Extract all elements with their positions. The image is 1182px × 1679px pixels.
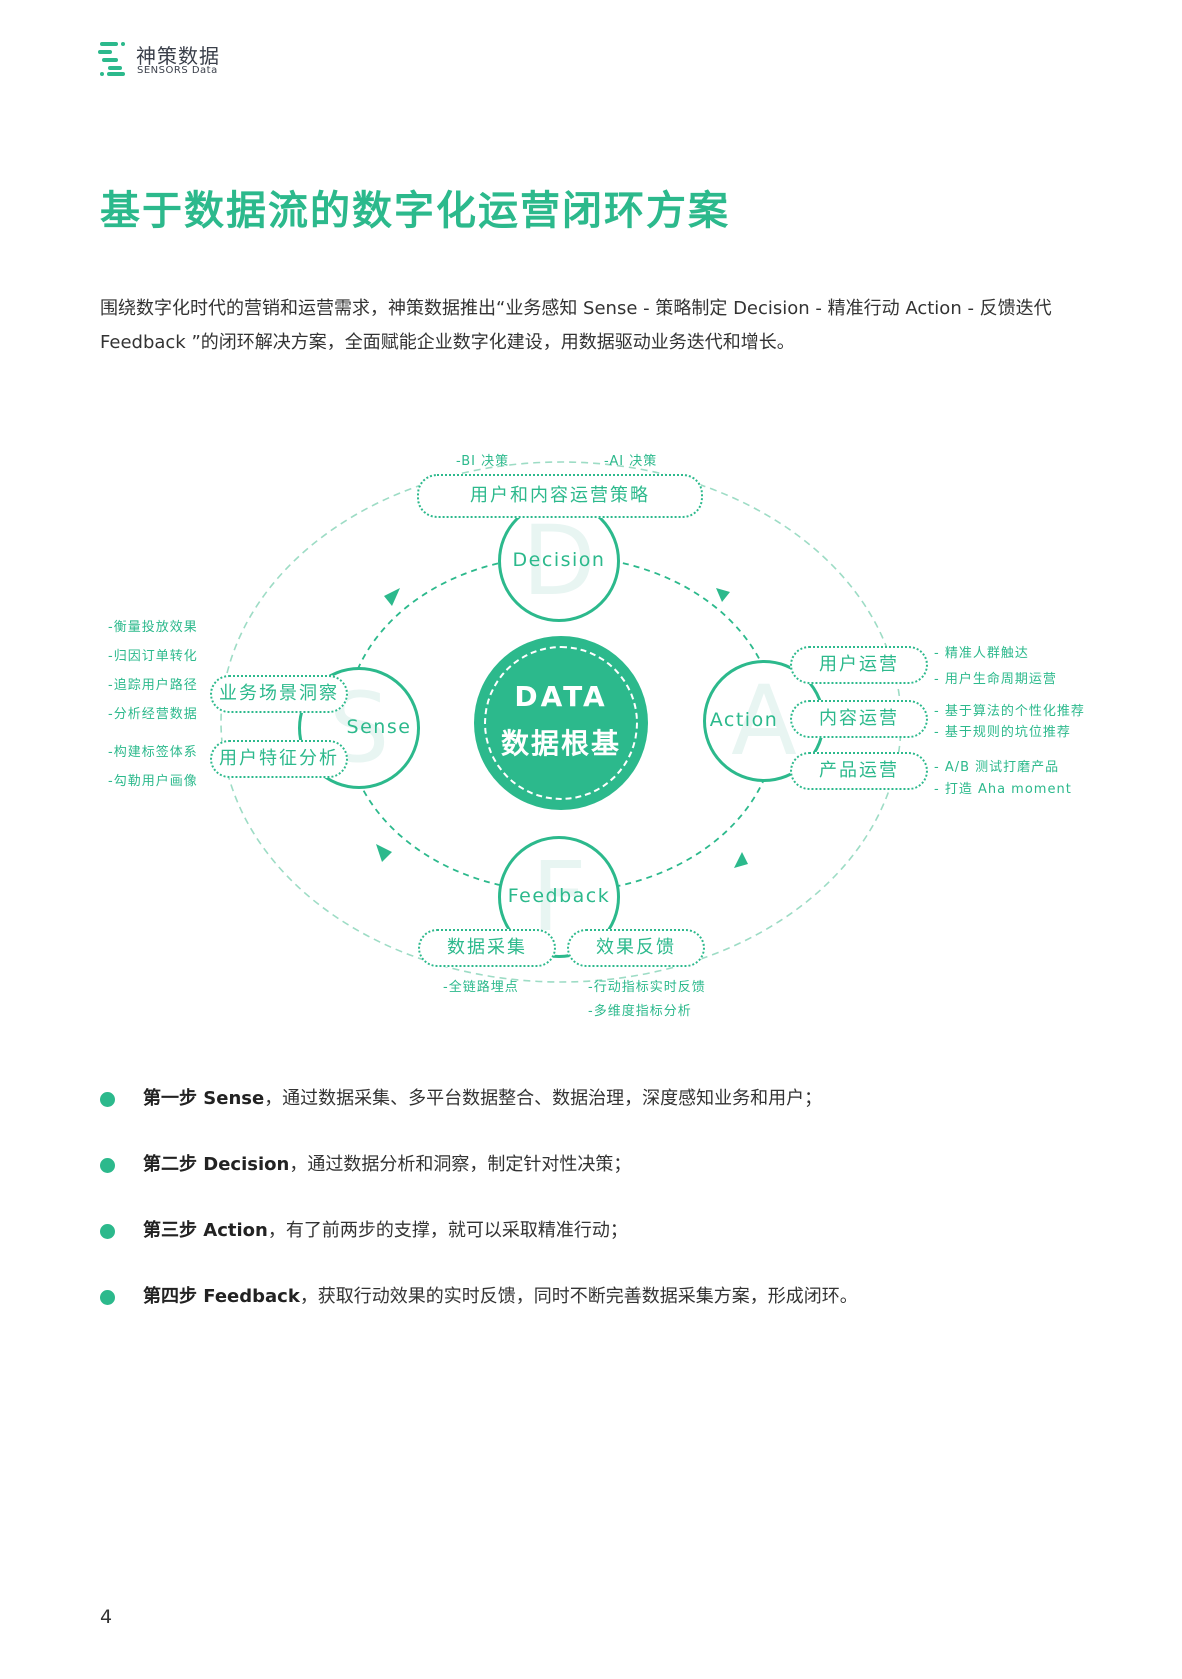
action-note: - 基于规则的坑位推荐: [934, 725, 1071, 740]
step-head: 第二步 Decision: [143, 1154, 290, 1175]
sense-note: -分析经营数据: [108, 707, 198, 722]
action-box-user-ops: 用户运营: [790, 646, 928, 684]
page-number: 4: [100, 1606, 113, 1628]
sense-note: -构建标签体系: [108, 745, 198, 760]
sense-note: -归因订单转化: [108, 649, 198, 664]
feedback-note: -多维度指标分析: [588, 1004, 692, 1019]
step-head: 第三步 Action: [143, 1220, 268, 1241]
step-desc: ，通过数据采集、多平台数据整合、数据治理，深度感知业务和用户；: [264, 1088, 823, 1109]
logo-name-en: SENSORS Data: [137, 65, 218, 76]
decision-strategy-box: 用户和内容运营策略: [417, 474, 703, 518]
bullet-dot-icon: [100, 1290, 115, 1305]
step-item: 第一步 Sense，通过数据采集、多平台数据整合、数据治理，深度感知业务和用户；: [100, 1086, 1100, 1152]
arrow-action-to-feedback: [734, 852, 748, 868]
action-note: - 精准人群触达: [934, 646, 1029, 661]
data-foundation-core: DATA 数据根基: [474, 636, 648, 810]
feedback-note: -行动指标实时反馈: [588, 980, 706, 995]
action-note: - 打造 Aha moment: [934, 782, 1072, 797]
sense-box-business-insight: 业务场景洞察: [210, 675, 348, 713]
data-core-title-cn: 数据根基: [500, 727, 621, 760]
intro-paragraph: 围绕数字化时代的营销和运营需求，神策数据推出“业务感知 Sense - 策略制定…: [100, 298, 1052, 353]
decision-note: -BI 决策: [456, 454, 510, 469]
decision-note: -AI 决策: [604, 454, 658, 469]
step-desc: ，通过数据分析和洞察，制定针对性决策；: [289, 1154, 632, 1175]
sense-note: -勾勒用户画像: [108, 774, 198, 789]
step-item: 第二步 Decision，通过数据分析和洞察，制定针对性决策；: [100, 1152, 1100, 1218]
step-desc: ，获取行动效果的实时反馈，同时不断完善数据采集方案，形成闭环。: [299, 1286, 858, 1307]
action-note: - 用户生命周期运营: [934, 672, 1057, 687]
steps-list: 第一步 Sense，通过数据采集、多平台数据整合、数据治理，深度感知业务和用户；…: [100, 1086, 1100, 1350]
decision-node: D Decision: [498, 500, 620, 622]
sense-label: Sense: [346, 716, 412, 738]
data-core-title-en: DATA: [514, 680, 608, 713]
action-box-product-ops: 产品运营: [790, 752, 928, 790]
logo-name-cn: 神策数据: [136, 44, 220, 68]
data-core-dashed-ring: [484, 646, 638, 800]
bullet-dot-icon: [100, 1158, 115, 1173]
sensors-logo-icon: [98, 42, 125, 76]
action-note: - 基于算法的个性化推荐: [934, 704, 1085, 719]
arrow-sense-to-decision: [384, 588, 400, 606]
sense-node: S Sense: [298, 667, 420, 789]
bullet-dot-icon: [100, 1224, 115, 1239]
step-item: 第四步 Feedback，获取行动效果的实时反馈，同时不断完善数据采集方案，形成…: [100, 1284, 1100, 1350]
sense-box-user-profile: 用户特征分析: [210, 740, 348, 778]
action-note: - A/B 测试打磨产品: [934, 760, 1060, 775]
action-label: Action: [709, 709, 779, 731]
step-item: 第三步 Action，有了前两步的支撑，就可以采取精准行动；: [100, 1218, 1100, 1284]
feedback-label: Feedback: [507, 885, 611, 907]
decision-letter: D: [522, 505, 596, 617]
arrow-feedback-to-sense: [376, 844, 392, 862]
sense-note: -衡量投放效果: [108, 620, 198, 635]
bullet-dot-icon: [100, 1092, 115, 1107]
feedback-note: -全链路埋点: [443, 980, 519, 995]
closed-loop-diagram: -BI 决策 -AI 决策 D Decision 用户和内容运营策略 S Sen…: [0, 420, 1182, 1040]
step-head: 第四步 Feedback: [143, 1286, 300, 1307]
step-head: 第一步 Sense: [143, 1088, 265, 1109]
decision-label: Decision: [512, 549, 606, 571]
feedback-box-effect-feedback: 效果反馈: [567, 929, 705, 967]
arrow-decision-to-action: [716, 588, 730, 602]
action-box-content-ops: 内容运营: [790, 700, 928, 738]
step-desc: ，有了前两步的支撑，就可以采取精准行动；: [267, 1220, 628, 1241]
sense-note: -追踪用户路径: [108, 678, 198, 693]
sensors-data-logo: 神策数据 SENSORS Data: [98, 40, 238, 80]
action-letter: A: [731, 665, 797, 777]
page-title: 基于数据流的数字化运营闭环方案: [100, 188, 730, 234]
feedback-box-data-collection: 数据采集: [418, 929, 556, 967]
